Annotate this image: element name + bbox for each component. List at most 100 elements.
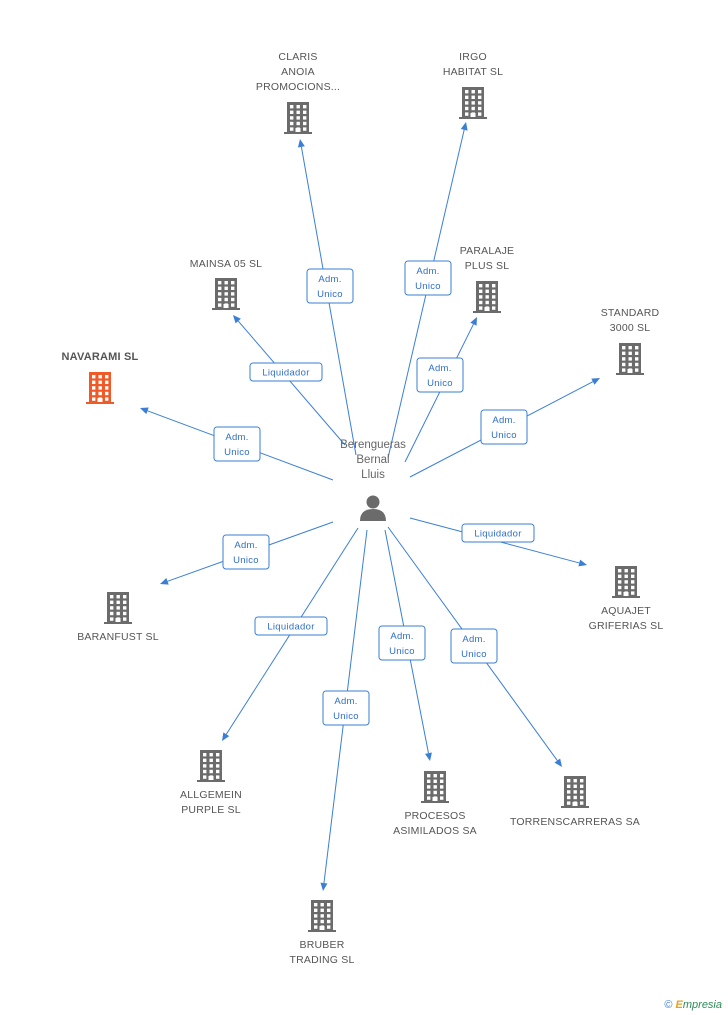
company-node-mainsa[interactable]: MAINSA 05 SL <box>190 258 262 310</box>
arrowhead-icon <box>470 317 477 326</box>
building-icon <box>86 372 114 404</box>
edge-standard[interactable]: Adm. Unico <box>409 378 600 478</box>
company-label: HABITAT SL <box>443 66 503 78</box>
building-icon <box>308 900 336 932</box>
edge-label-box <box>404 260 452 296</box>
edge-label-box <box>416 357 464 393</box>
company-node-aquajet[interactable]: AQUAJET GRIFERIAS SL <box>589 566 664 632</box>
edge-label-text: Liquidador <box>267 622 314 633</box>
edge-label-text: Adm. <box>462 634 485 645</box>
edge-allgemein[interactable]: Liquidador <box>222 527 359 741</box>
person-label: Bernal <box>356 454 389 466</box>
edge-label-text: Adm. <box>428 363 451 374</box>
edge-procesos[interactable]: Adm. Unico <box>378 529 432 761</box>
edge-aquajet[interactable]: Liquidador <box>409 517 587 567</box>
company-label: ALLGEMEIN <box>180 789 242 801</box>
building-icon <box>459 87 487 119</box>
building-icon <box>616 343 644 375</box>
edge-line <box>404 323 474 463</box>
edge-label-box <box>254 616 328 636</box>
arrowhead-icon <box>554 758 562 767</box>
company-label: AQUAJET <box>601 605 651 617</box>
brand-initial: E <box>675 999 683 1011</box>
company-node-standard[interactable]: STANDARD 3000 SL <box>601 307 660 375</box>
edge-label-text: Adm. <box>390 631 413 642</box>
person-icon <box>360 495 386 521</box>
edge-label-text: Adm. <box>225 432 248 443</box>
edge-label-text: Unico <box>491 430 517 441</box>
company-node-allgemein[interactable]: ALLGEMEIN PURPLE SL <box>180 750 242 816</box>
edge-navarami[interactable]: Adm. Unico <box>140 407 334 481</box>
edge-label-text: Unico <box>415 281 441 292</box>
arrowhead-icon <box>578 559 587 567</box>
company-label: MAINSA 05 SL <box>190 258 262 270</box>
company-label: NAVARAMI SL <box>62 351 139 363</box>
arrowhead-icon <box>233 315 241 324</box>
company-label: ANOIA <box>281 66 315 78</box>
company-label: CLARIS <box>278 51 317 63</box>
edge-label-box <box>249 362 323 382</box>
company-node-torrens[interactable]: TORRENSCARRERAS SA <box>510 776 640 828</box>
building-icon <box>284 102 312 134</box>
edge-label-box <box>222 534 270 570</box>
company-node-claris[interactable]: CLARIS ANOIA PROMOCIONS... <box>256 51 340 134</box>
company-node-navarami[interactable]: NAVARAMI SL <box>62 351 139 404</box>
company-node-baranfust[interactable]: BARANFUST SL <box>77 592 159 643</box>
edge-torrens[interactable]: Adm. Unico <box>387 526 562 767</box>
copyright-symbol: © <box>664 999 673 1011</box>
edge-mainsa[interactable]: Liquidador <box>233 315 346 446</box>
company-label: GRIFERIAS SL <box>589 620 664 632</box>
arrowhead-icon <box>297 139 305 148</box>
company-label: STANDARD <box>601 307 660 319</box>
company-label: ASIMILADOS SA <box>393 825 477 837</box>
person-label: Berengueras <box>340 439 406 451</box>
company-label: PURPLE SL <box>181 804 241 816</box>
edge-label-box <box>461 523 535 543</box>
edge-label-text: Unico <box>461 649 487 660</box>
arrowhead-icon <box>222 732 230 741</box>
company-label: PROCESOS <box>404 810 465 822</box>
arrowhead-icon <box>460 122 468 131</box>
company-label: PROMOCIONS... <box>256 81 340 93</box>
edge-irgo[interactable]: Adm. Unico <box>387 122 468 459</box>
building-icon <box>197 750 225 782</box>
edge-label-text: Unico <box>224 447 250 458</box>
company-label: BRUBER <box>300 939 345 951</box>
nodes-layer: CLARIS ANOIA PROMOCIONS... IRGO HABITAT SL MA… <box>62 51 664 966</box>
edge-label-text: Unico <box>427 378 453 389</box>
edge-claris[interactable]: Adm.Unico <box>297 139 357 456</box>
arrowhead-icon <box>160 578 169 585</box>
company-node-bruber[interactable]: BRUBER TRADING SL <box>289 900 354 966</box>
building-icon <box>421 771 449 803</box>
company-label: 3000 SL <box>610 322 651 334</box>
edge-baranfust[interactable]: Adm.Unico <box>160 521 334 585</box>
arrowhead-icon <box>140 407 149 415</box>
company-node-procesos[interactable]: PROCESOS ASIMILADOS SA <box>393 771 477 837</box>
building-icon <box>612 566 640 598</box>
building-icon <box>473 281 501 313</box>
building-icon <box>561 776 589 808</box>
edge-label-text: Unico <box>389 646 415 657</box>
edge-label-text: Liquidador <box>474 529 521 540</box>
arrowhead-icon <box>425 752 432 761</box>
company-node-irgo[interactable]: IRGO HABITAT SL <box>443 51 503 119</box>
company-label: TRADING SL <box>289 954 354 966</box>
edge-paralaje[interactable]: Adm. Unico <box>404 317 477 463</box>
edge-label-box <box>322 690 370 726</box>
company-label: PLUS SL <box>465 260 510 272</box>
footer-brand[interactable]: © Empresia <box>664 999 722 1011</box>
edge-bruber[interactable]: Adm.Unico <box>320 529 370 891</box>
edge-label-text: Unico <box>233 555 259 566</box>
edge-label-text: Adm. <box>334 696 357 707</box>
brand-name: mpresia <box>682 999 722 1011</box>
edge-label-box <box>480 409 528 445</box>
company-label: IRGO <box>459 51 487 63</box>
edge-label-text: Adm. <box>492 415 515 426</box>
person-label: Lluis <box>361 469 385 481</box>
company-label: TORRENSCARRERAS SA <box>510 816 640 828</box>
edge-label-text: Unico <box>317 289 343 300</box>
